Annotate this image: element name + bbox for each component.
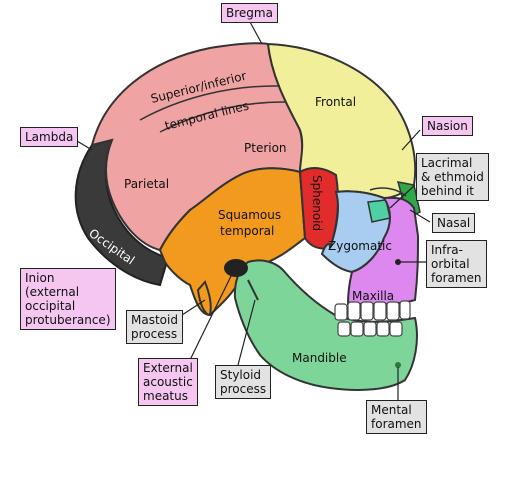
- teeth: [334, 300, 411, 337]
- lacrimal-label: Lacrimal & ethmoid behind it: [416, 153, 489, 201]
- mental-label: Mental foramen: [366, 400, 427, 434]
- sphenoid-text: Sphenoid: [310, 175, 324, 231]
- zygomatic-text: Zygomatic: [328, 239, 392, 253]
- temporal-line-1: [139, 85, 281, 121]
- lambda-label: Lambda: [20, 127, 79, 147]
- nasion-label: Nasion: [422, 116, 473, 136]
- mental-foramen: [395, 362, 401, 368]
- maxilla-text: Maxilla: [352, 289, 394, 303]
- temporal-line-2: [159, 101, 286, 133]
- inion-label: Inion (external occipital protuberance): [20, 268, 116, 330]
- external-acoustic-label: External acoustic meatus: [138, 358, 198, 406]
- temporal-text: temporal: [220, 224, 274, 238]
- parietal-text: Parietal: [124, 177, 169, 191]
- mandible-text: Mandible: [292, 351, 347, 365]
- styloid-label: Styloid process: [215, 365, 272, 399]
- bregma-label: Bregma: [221, 3, 278, 23]
- pterion-text: Pterion: [244, 141, 287, 155]
- external-acoustic-meatus: [224, 259, 248, 277]
- orbit-outline: [369, 187, 407, 197]
- nasal-label: Nasal: [432, 213, 476, 233]
- frontal-text: Frontal: [315, 95, 356, 109]
- infraorbital-label: Infra- orbital foramen: [426, 240, 487, 288]
- mandible-bone: [233, 259, 418, 391]
- squamous-text: Squamous: [218, 208, 281, 222]
- infraorbital-foramen: [395, 259, 401, 265]
- mastoid-label: Mastoid process: [126, 310, 183, 344]
- styloid-process: [247, 279, 259, 301]
- mastoid-process: [196, 280, 212, 317]
